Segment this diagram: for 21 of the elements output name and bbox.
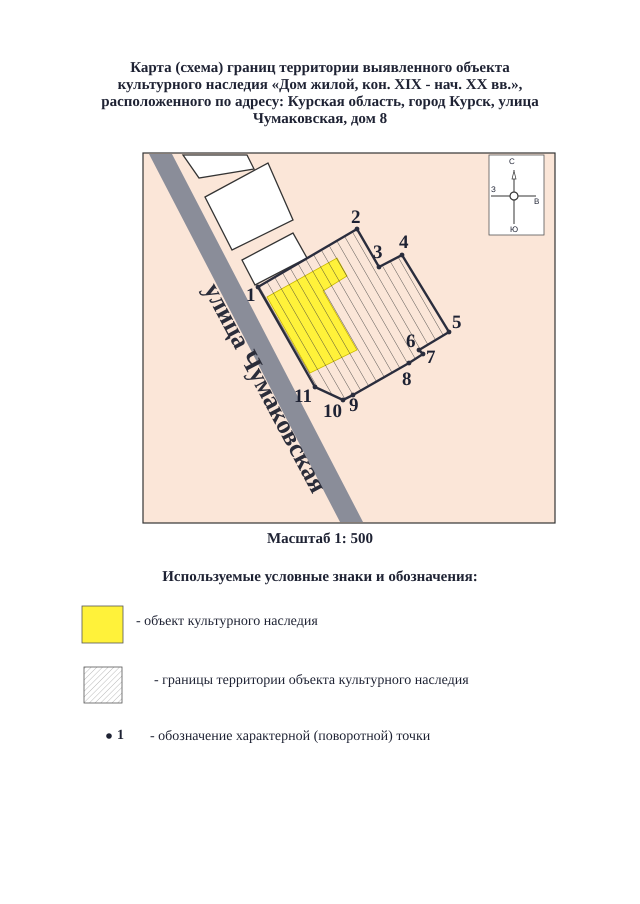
point-number: 6 (406, 332, 416, 351)
legend-text: - границы территории объекта культурного наследия (154, 673, 469, 689)
map-title: Карта (схема) границ территории выявленного объекта культурного наследия «Дом жилой, кон. XIX - нач. XX вв.», расположенного по адресу: Курская область, город Курск, улица Чумаковская, дом 8 (100, 60, 540, 128)
legend-heading: Используемые условные знаки и обозначения: (161, 569, 479, 586)
point-number: 2 (351, 208, 360, 227)
west-letter: З (491, 186, 496, 194)
legend-text: - объект культурного наследия (136, 614, 318, 630)
point-number: 10 (323, 402, 342, 421)
point-number: 8 (402, 370, 412, 389)
south-letter: Ю (510, 226, 518, 234)
point-number: 7 (426, 348, 436, 367)
north-letter: С (509, 158, 515, 166)
point-number: 9 (349, 396, 358, 415)
east-letter: В (534, 198, 540, 206)
point-number: 3 (373, 243, 382, 262)
legend-text: - обозначение характерной (поворотной) точки (150, 729, 430, 745)
point-number: 5 (452, 313, 462, 332)
point-number: 1 (246, 286, 256, 305)
scale-label: Масштаб 1: 500 (266, 531, 374, 548)
point-number: 1 (117, 728, 124, 744)
point-number: 4 (399, 233, 408, 252)
